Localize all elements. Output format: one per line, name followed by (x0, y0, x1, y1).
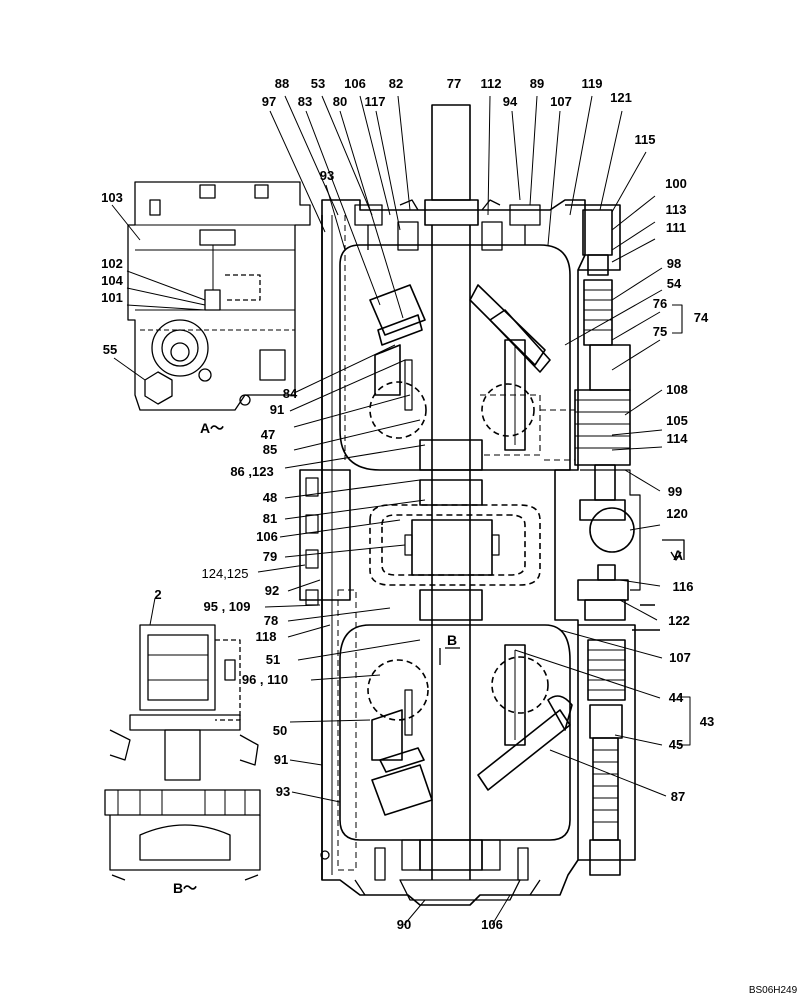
section-marker-b-arrow (439, 647, 460, 665)
callout-50: 50 (273, 723, 287, 738)
callout-111: 111 (666, 220, 686, 235)
leader-lines (111, 95, 691, 926)
callout-106c: 106 (481, 917, 503, 932)
callout-124-125: 124,125 (202, 566, 249, 581)
callout-75: 75 (653, 324, 667, 339)
callout-77: 77 (447, 76, 461, 91)
callout-120: 120 (666, 506, 688, 521)
callout-97: 97 (262, 94, 276, 109)
callout-53: 53 (311, 76, 325, 91)
callout-76: 76 (653, 296, 667, 311)
callout-104: 104 (101, 273, 123, 288)
callout-105: 105 (666, 413, 688, 428)
bracket-74 (672, 304, 683, 334)
callout-86-123: 86 ,123 (230, 464, 273, 479)
callout-112: 112 (481, 76, 502, 91)
view-a-label: A～ (200, 420, 224, 436)
callout-115: 115 (635, 132, 656, 147)
callout-85: 85 (263, 442, 277, 457)
callout-106b: 106 (256, 529, 278, 544)
callout-99: 99 (668, 484, 682, 499)
callout-78: 78 (264, 613, 278, 628)
callout-90: 90 (397, 917, 411, 932)
callout-114: 114 (667, 431, 689, 446)
drawing-code: BS06H249 (749, 985, 798, 996)
bottom-cover (320, 839, 541, 901)
callout-2: 2 (154, 587, 161, 602)
callout-79: 79 (263, 549, 277, 564)
callout-113: 113 (666, 202, 687, 217)
callout-45: 45 (669, 737, 683, 752)
callout-98: 98 (667, 256, 681, 271)
callout-107b: 107 (669, 650, 691, 665)
callout-95-109: 95 , 109 (204, 599, 251, 614)
callout-82: 82 (389, 76, 403, 91)
main-pump-housing (299, 199, 586, 906)
right-regulator (540, 204, 660, 876)
callout-43: 43 (700, 714, 714, 729)
callout-83: 83 (298, 94, 312, 109)
callout-91: 91 (270, 402, 284, 417)
callout-96-110: 96 , 110 (242, 672, 288, 687)
view-a-inset (127, 181, 311, 411)
callout-103: 103 (101, 190, 123, 205)
callout-51: 51 (266, 652, 280, 667)
callout-94: 94 (503, 94, 518, 109)
callout-87: 87 (671, 789, 685, 804)
callout-44: 44 (669, 690, 684, 705)
callout-116: 116 (673, 579, 694, 594)
callout-108: 108 (666, 382, 688, 397)
section-marker-b: B (447, 632, 457, 648)
view-b-label: B～ (173, 880, 197, 896)
section-marker-a: A (673, 547, 683, 563)
callout-100: 100 (665, 176, 687, 191)
callout-122: 122 (668, 613, 690, 628)
callout-88: 88 (275, 76, 289, 91)
callout-80: 80 (333, 94, 347, 109)
callout-54: 54 (667, 276, 682, 291)
callout-labels: 88 53 106 82 77 112 89 119 97 83 80 117 … (101, 76, 714, 932)
main-shaft (404, 104, 500, 880)
callout-91b: 91 (274, 752, 288, 767)
callout-93b: 93 (276, 784, 290, 799)
callout-107: 107 (550, 94, 572, 109)
callout-48: 48 (263, 490, 277, 505)
callout-106: 106 (344, 76, 366, 91)
callout-93: 93 (320, 168, 334, 183)
callout-118: 118 (256, 629, 277, 644)
callout-81: 81 (263, 511, 277, 526)
callout-117: 117 (365, 94, 386, 109)
callout-119: 119 (582, 76, 603, 91)
callout-92: 92 (265, 583, 279, 598)
callout-101: 101 (101, 290, 123, 305)
callout-74: 74 (694, 310, 709, 325)
callout-55: 55 (103, 342, 117, 357)
section-marker-a-arrow (662, 539, 685, 561)
view-b-inset (104, 624, 261, 881)
callout-47: 47 (261, 427, 275, 442)
lower-swash-plate (367, 644, 573, 816)
callout-84: 84 (283, 386, 298, 401)
upper-swash-plate (369, 284, 551, 456)
callout-102: 102 (101, 256, 123, 271)
callout-121: 121 (610, 90, 632, 105)
callout-89: 89 (530, 76, 544, 91)
